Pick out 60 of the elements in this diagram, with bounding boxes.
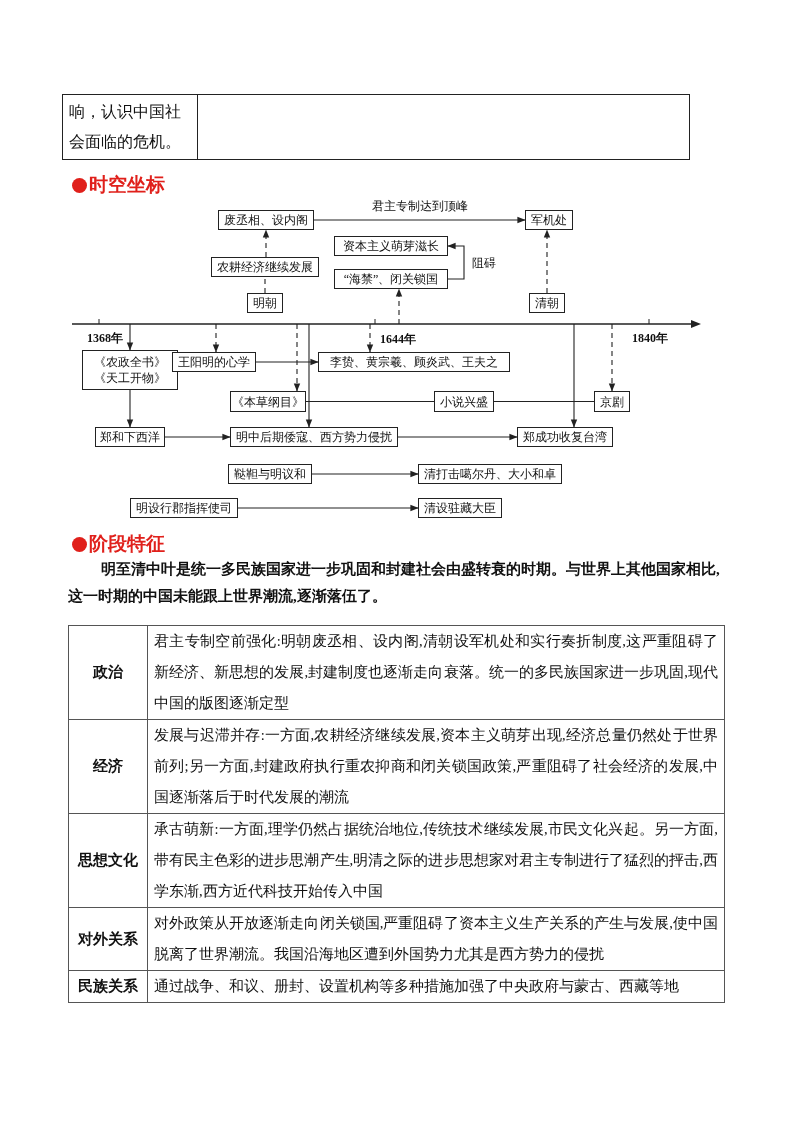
section-heading: 阶段特征 [89, 531, 165, 556]
arrow [293, 323, 301, 392]
arrow [262, 229, 270, 258]
arrow [212, 323, 220, 353]
event-box: 明朝 [247, 293, 283, 313]
event-box: “海禁”、闭关锁国 [334, 269, 448, 289]
year-label: 1368年 [87, 330, 123, 347]
event-box: 郑和下西洋 [95, 427, 165, 447]
arrow [164, 433, 231, 441]
event-box: 李贽、黄宗羲、顾炎武、王夫之 [318, 352, 510, 372]
event-box: 军机处 [525, 210, 573, 230]
arrow [366, 323, 374, 353]
row-header: 对外关系 [68, 907, 148, 971]
row-header: 思想文化 [68, 813, 148, 908]
row-header: 民族关系 [68, 970, 148, 1003]
event-box: 小说兴盛 [434, 391, 494, 412]
event-box: 王阳明的心学 [172, 352, 256, 372]
arrow [395, 288, 403, 325]
year-label: 1840年 [632, 330, 668, 347]
arrow [570, 323, 578, 428]
edge-label: 君主专制达到顶峰 [369, 199, 470, 213]
event-box: 明中后期倭寇、西方势力侵扰 [230, 427, 398, 447]
table-text: 君主专制空前强化:明朝废丞相、设内阁,清朝设军机处和实行奏折制度,这严重阻碍了新经济、新思想的发展,封建制度也逐渐走向衰落。统一的多民族国家进一步巩固,现代中国的版图逐渐定型 [147, 625, 725, 720]
arrow [397, 433, 518, 441]
arrow [237, 504, 419, 512]
event-box: 废丞相、设内阁 [218, 210, 314, 230]
event-box: 清朝 [529, 293, 565, 313]
event-box: 清设驻藏大臣 [418, 498, 502, 518]
event-box: 《农政全书》《天工开物》 [82, 350, 178, 390]
row-header: 政治 [68, 625, 148, 720]
connector-line [264, 276, 266, 294]
year-label: 1644年 [380, 331, 416, 348]
event-box: 清打击噶尔丹、大小和卓 [418, 464, 562, 484]
edge-label: 阻碍 [470, 255, 498, 270]
arrow [311, 470, 419, 478]
event-box: 京剧 [594, 391, 630, 412]
table-text: 发展与迟滞并存:一方面,农耕经济继续发展,资本主义萌芽出现,经济总量仍然处于世界前列;另一方面,封建政府执行重农抑商和闭关锁国政策,严重阻碍了社会经济的发展,中国逐渐落后于时代发展的潮流 [147, 719, 725, 814]
summary-paragraph: 明至清中叶是统一多民族国家进一步巩固和封建社会由盛转衰的时期。与世界上其他国家相比,这一时期的中国未能跟上世界潮流,逐渐落伍了。 [68, 560, 721, 606]
connector-line [493, 400, 595, 403]
table-text: 通过战争、和议、册封、设置机构等多种措施加强了中央政府与蒙古、西藏等地 [147, 970, 725, 1003]
connector-line [305, 400, 435, 403]
arrow [313, 216, 526, 224]
event-box: 鞑靼与明议和 [228, 464, 312, 484]
table-text: 对外政策从开放逐渐走向闭关锁国,严重阻碍了资本主义生产关系的产生与发展,使中国脱离了世界潮流。我国沿海地区遭到外国势力尤其是西方势力的侵扰 [147, 907, 725, 971]
arrow [126, 323, 134, 351]
event-box: 明设行郡指挥使司 [130, 498, 238, 518]
row-header: 经济 [68, 719, 148, 814]
arrow [543, 229, 551, 294]
section-heading: 时空坐标 [89, 172, 165, 197]
table-text: 响，认识中国社会面临的危机。 [62, 94, 198, 160]
table-text: 承古萌新:一方面,理学仍然占据统治地位,传统技术继续发展,市民文化兴起。另一方面,带有民主色彩的进步思潮产生,明清之际的进步思想家对君主专制进行了猛烈的抨击,西学东渐,西方近代科技开始传入中国 [147, 813, 725, 908]
event-box: 《本草纲目》 [230, 391, 306, 412]
arrow [126, 389, 134, 428]
arrow [255, 358, 319, 366]
arrow [447, 242, 465, 280]
event-box: 郑成功收复台湾 [517, 427, 613, 447]
arrow [608, 323, 616, 392]
event-box: 农耕经济继续发展 [211, 257, 319, 277]
arrow [305, 323, 313, 428]
event-box: 资本主义萌芽滋长 [334, 236, 448, 256]
